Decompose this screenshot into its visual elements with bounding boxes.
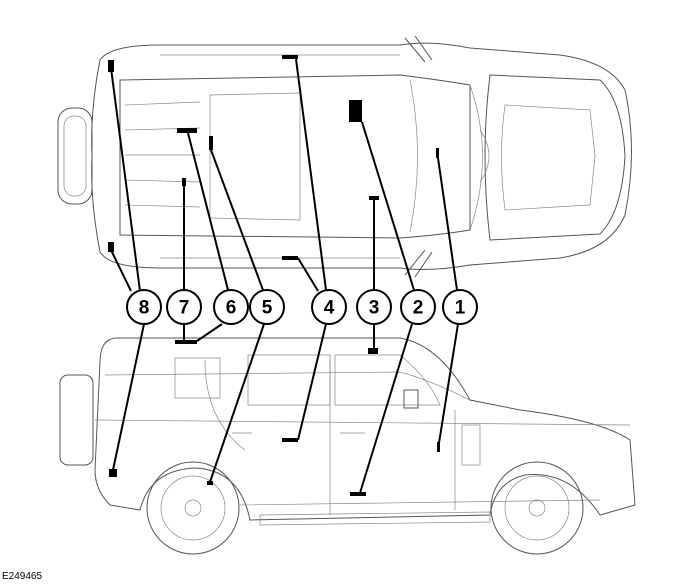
callout-5: 5 [249,289,285,325]
callout-label: 8 [139,298,150,319]
callout-label: 6 [226,298,237,319]
marker-6-7-side [175,340,197,344]
figure-id: E249465 [2,571,43,582]
marker-5-top [209,136,213,150]
callout-8: 8 [126,289,162,325]
callout-label: 7 [179,298,190,319]
callout-label: 2 [413,298,424,319]
callout-2: 2 [400,289,436,325]
callout-label: 3 [369,298,380,319]
callout-label: 1 [455,298,466,319]
vehicle-top-view [57,35,632,278]
marker-8-top-rear-lower [108,242,114,252]
marker-2-top [349,100,362,122]
callout-label: 5 [262,298,273,319]
marker-1-side [437,442,440,452]
marker-5-side [207,481,213,485]
callout-6: 6 [213,289,249,325]
marker-2-side [350,492,366,496]
callout-4: 4 [311,289,347,325]
marker-8-top-rear [108,60,114,72]
marker-8-side [109,469,117,477]
leader-lines [110,58,459,494]
callout-7: 7 [166,289,202,325]
marker-3-top [369,196,379,200]
callout-1: 1 [442,289,478,325]
marker-6-top [177,128,197,133]
marker-4-side [282,438,298,442]
marker-3-side [368,348,378,354]
callout-3: 3 [356,289,392,325]
marker-4-top-lower [282,256,298,260]
marker-7-top [182,178,186,186]
marker-4-top-upper [282,55,298,59]
callout-label: 4 [324,298,335,319]
vehicle-side-view [59,337,636,555]
location-markers [108,55,440,496]
marker-1-top [436,148,439,158]
